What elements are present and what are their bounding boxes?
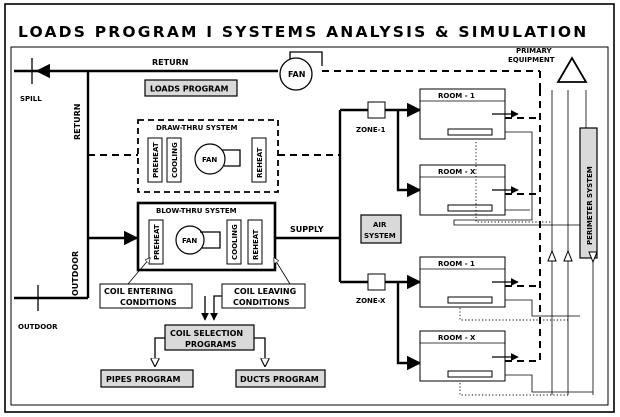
leaving-pointer xyxy=(274,258,291,285)
air-system-label-2: SYSTEM xyxy=(364,232,396,240)
draw-thru-preheat xyxy=(147,137,163,183)
perimeter-system-box xyxy=(579,127,598,259)
zonex-box xyxy=(367,273,386,291)
return-fan-label: FAN xyxy=(288,70,305,79)
coil-selection-label-1: COIL SELECTION xyxy=(170,329,243,338)
roomxl-pipe xyxy=(505,374,593,393)
draw-thru-reheat xyxy=(251,137,267,183)
draw-thru-cooling xyxy=(166,137,182,183)
room-1-upper-label: ROOM - 1 xyxy=(438,92,475,100)
zonex-label: ZONE-X xyxy=(356,297,386,305)
supply-label: SUPPLY xyxy=(290,225,324,234)
blow-thru-reheat-label: REHEAT xyxy=(252,229,260,260)
draw-thru-fan: FAN xyxy=(194,143,241,175)
roomxl-dotted xyxy=(459,383,568,396)
air-system-label-1: AIR xyxy=(373,221,387,229)
blow-thru-preheat-label: PREHEAT xyxy=(153,224,161,260)
to-ducts-program xyxy=(254,337,265,366)
page-title: LOADS PROGRAM I SYSTEMS ANALYSIS & SIMUL… xyxy=(18,23,588,41)
room-x-upper-label: ROOM - X xyxy=(438,168,476,176)
outer-frame xyxy=(4,3,615,413)
pipes-program-label: PIPES PROGRAM xyxy=(106,375,180,384)
leaving-to-coil-selection xyxy=(210,295,222,321)
room1l-pipe xyxy=(505,299,580,317)
blow-thru-cooling-label: COOLING xyxy=(231,224,239,260)
coil-entering-label-2: CONDITIONS xyxy=(120,298,177,307)
pipes-program-box xyxy=(100,369,194,388)
blow-thru-reheat xyxy=(247,219,263,265)
coil-leaving-box xyxy=(221,283,306,309)
coil-selection-box xyxy=(164,324,255,351)
room-1-lower: ROOM - 1 xyxy=(419,256,506,308)
ducts-program-box xyxy=(235,369,326,388)
ducts-program-label: DUCTS PROGRAM xyxy=(240,375,319,384)
outdoor-label-bottom: OUTDOOR xyxy=(18,323,58,331)
draw-thru-preheat-label: PREHEAT xyxy=(152,142,160,178)
blow-thru-fan: FAN xyxy=(175,225,221,255)
primary-label-1: PRIMARY xyxy=(516,47,553,55)
loads-program-box xyxy=(144,79,238,97)
coil-entering-box xyxy=(99,283,193,309)
zone1-box xyxy=(367,101,386,119)
blow-thru-title: BLOW-THRU SYSTEM xyxy=(156,207,237,215)
zone1-label: ZONE-1 xyxy=(356,126,386,134)
room-x-lower: ROOM - X xyxy=(419,330,506,382)
return-fan: FAN xyxy=(279,51,323,91)
room-1-lower-label: ROOM - 1 xyxy=(438,260,475,268)
draw-thru-reheat-label: REHEAT xyxy=(256,147,264,178)
coil-entering-label-1: COIL ENTERING xyxy=(104,287,173,296)
blow-thru-cooling xyxy=(226,219,242,265)
perimeter-system-label: PERIMETER SYSTEM xyxy=(586,166,594,245)
return-label-side: RETURN xyxy=(73,104,82,140)
room-1-upper: ROOM - 1 xyxy=(419,88,506,140)
draw-thru-fan-label: FAN xyxy=(202,156,217,164)
inner-frame xyxy=(10,46,609,406)
pump-triangle-2 xyxy=(563,249,573,262)
draw-thru-cooling-label: COOLING xyxy=(171,142,179,178)
loads-program-label: LOADS PROGRAM xyxy=(150,85,229,94)
pump-triangle-1 xyxy=(547,249,557,262)
room1u-pipe xyxy=(453,131,580,226)
return-label-top: RETURN xyxy=(152,58,188,67)
air-system-box xyxy=(360,214,402,244)
entering-pointer xyxy=(127,258,150,285)
zonex-to-roomx xyxy=(396,282,422,371)
coil-leaving-label-2: CONDITIONS xyxy=(233,298,290,307)
zone1-to-roomx xyxy=(396,110,422,198)
primary-label-2: EQUIPMENT xyxy=(508,56,555,64)
room-x-lower-label: ROOM - X xyxy=(438,334,476,342)
draw-thru-title: DRAW-THRU SYSTEM xyxy=(156,124,237,132)
coil-leaving-label-1: COIL LEAVING xyxy=(234,287,296,296)
room-x-upper: ROOM - X xyxy=(419,164,506,216)
primary-equipment-icon xyxy=(556,56,588,83)
pump-triangle-3 xyxy=(588,251,598,264)
coil-selection-label-2: PROGRAMS xyxy=(185,340,237,349)
room1l-dotted xyxy=(459,308,568,321)
blow-thru-fan-label: FAN xyxy=(182,237,197,245)
blow-thru-preheat xyxy=(148,219,164,265)
spill-label: SPILL xyxy=(20,95,42,103)
outdoor-label-side: OUTDOOR xyxy=(71,251,80,296)
to-pipes-program xyxy=(155,337,165,366)
